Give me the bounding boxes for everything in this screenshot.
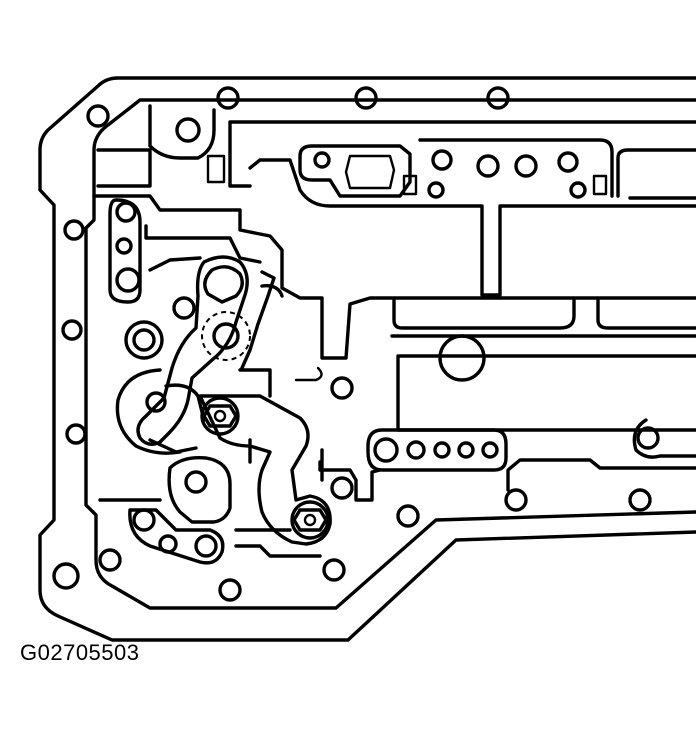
upper-fluid-channels <box>228 120 696 297</box>
bolt-hole <box>216 86 240 110</box>
port-hole <box>115 201 137 223</box>
channel-pocket <box>344 154 396 190</box>
port-hole <box>115 267 141 293</box>
plate-bolt-outer <box>200 396 240 436</box>
right-valve-bores <box>390 298 696 492</box>
valve-bore <box>596 298 696 330</box>
channel <box>148 256 202 272</box>
bolt-hole <box>63 219 85 241</box>
left-mid-bosses <box>124 296 196 360</box>
channel <box>92 194 696 360</box>
left-upper-bosses <box>92 104 696 360</box>
channel <box>238 368 324 482</box>
plug <box>438 334 486 382</box>
bolt-hole <box>65 423 87 445</box>
channel <box>298 144 412 198</box>
channel <box>632 418 696 459</box>
plate-bolt-center <box>303 513 317 527</box>
small-port <box>206 154 226 184</box>
bolt-hole <box>628 488 652 512</box>
channel <box>248 158 696 297</box>
channel <box>616 148 696 198</box>
detent-retainer <box>115 368 198 455</box>
bolt-hole <box>52 562 80 590</box>
plate-bolt-center <box>213 409 227 423</box>
small-port <box>592 174 608 196</box>
boss-outline <box>167 456 232 524</box>
bolt-hole <box>218 578 242 602</box>
boss-hole <box>132 508 156 532</box>
port-hole <box>330 376 354 400</box>
small-port <box>402 174 418 196</box>
port-hole <box>406 440 426 460</box>
port-hole <box>569 181 587 199</box>
lever-link <box>164 383 206 422</box>
bolt-hole <box>396 504 420 528</box>
channel <box>418 138 614 198</box>
boss-hole <box>184 470 208 494</box>
detent-cam <box>203 265 244 304</box>
port-hole <box>427 181 445 199</box>
port-hole <box>115 237 133 255</box>
port-hole <box>476 154 500 178</box>
port-hole <box>457 441 475 459</box>
plate-bolt-head <box>202 404 238 428</box>
plate-bolt-head <box>292 508 328 532</box>
bolt-hole <box>354 86 378 110</box>
outer-housing-outline <box>38 76 696 642</box>
port-hole <box>481 441 499 459</box>
lower-left-bosses <box>98 368 382 565</box>
plate-bolt-outer <box>290 500 330 540</box>
boss-hole <box>158 534 178 554</box>
lever-pivot-hole <box>212 322 240 350</box>
boss-outline <box>128 508 225 565</box>
boss-hole <box>172 296 196 320</box>
port-hole <box>514 154 538 178</box>
left-port-stack <box>108 198 202 304</box>
boss-hole <box>124 320 164 360</box>
port-hole <box>557 151 579 173</box>
bolt-hole <box>98 548 122 572</box>
detent-spring <box>240 270 276 370</box>
port-bar-outline <box>366 428 508 472</box>
spring-clip <box>260 284 284 298</box>
bolt-hole <box>504 488 528 512</box>
perimeter-bolt-holes <box>52 86 652 602</box>
port-hole <box>431 149 453 171</box>
inner-plate-outline <box>84 98 696 610</box>
boss-hole <box>175 117 201 143</box>
lever-pivot <box>201 311 251 361</box>
channel <box>506 458 696 492</box>
port-hole <box>636 426 660 450</box>
bolt-hole <box>322 558 346 582</box>
boss-outline <box>96 148 152 188</box>
retainer-bolt <box>145 391 167 413</box>
channel <box>318 460 382 502</box>
retaining-clip <box>294 366 323 382</box>
detent-plate <box>198 394 354 546</box>
valve-bore <box>392 298 576 330</box>
port-stack-outline <box>108 198 142 304</box>
channel <box>144 224 262 264</box>
retainer-outline <box>115 368 182 455</box>
detent-plate-outline <box>198 394 332 546</box>
channel <box>228 120 696 188</box>
boss-outline <box>148 104 216 160</box>
bolt-hole <box>86 104 110 128</box>
boss-hole <box>132 328 156 352</box>
bolt-hole <box>61 319 83 341</box>
port-bar <box>366 428 508 472</box>
bolt-hole <box>486 86 510 110</box>
port-hole <box>330 476 354 500</box>
retainer-edge <box>148 438 198 454</box>
channel <box>98 498 322 558</box>
port-hole <box>313 151 331 169</box>
port-hole <box>433 441 451 459</box>
port-hole <box>373 437 399 463</box>
figure-id-label: G02705503 <box>20 640 140 665</box>
boss-hole <box>194 534 218 558</box>
